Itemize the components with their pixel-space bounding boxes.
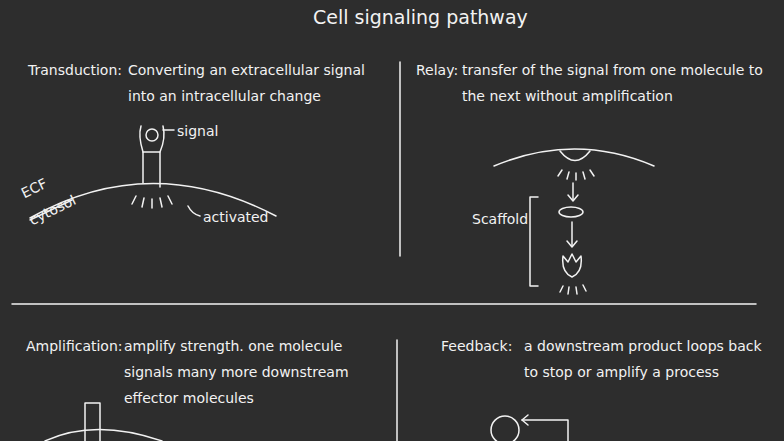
heading: Transduction: [28, 57, 122, 83]
part-label: activated [203, 204, 269, 230]
definition: a downstream product loops back to stop … [524, 333, 776, 385]
receptor-body [143, 152, 160, 187]
divider [396, 340, 398, 441]
arrowhead [568, 195, 578, 201]
heading: Relay: [416, 57, 458, 83]
arrow [571, 222, 573, 246]
heading: Feedback: [441, 333, 512, 359]
definition: amplify strength. one molecule signals m… [124, 333, 392, 411]
definition: Converting an extracellular signal into … [128, 57, 396, 109]
feedback-loop [522, 420, 568, 441]
activation-marks [558, 170, 594, 180]
signal-molecule [146, 129, 158, 141]
relay-molecule [559, 207, 583, 217]
title: Cell signaling pathway [313, 5, 528, 29]
receptor [85, 403, 100, 441]
heading: Amplification: [26, 333, 123, 359]
relay-protein [563, 254, 582, 277]
leader-line [163, 129, 174, 131]
part-label: signal [177, 118, 218, 144]
receptor [560, 151, 590, 161]
product-molecule [491, 416, 519, 441]
definition: transfer of the signal from one molecule… [462, 57, 774, 109]
arrow [572, 183, 574, 200]
divider [399, 62, 401, 256]
scaffold-bracket [530, 197, 538, 286]
activation-marks [132, 196, 172, 208]
arrowhead [522, 415, 528, 425]
arrowhead [567, 241, 577, 247]
cell-membrane [45, 430, 162, 441]
cell-membrane [494, 149, 654, 166]
leader-line [188, 206, 200, 216]
activation-marks [560, 285, 586, 294]
region-label: ECF [18, 174, 50, 202]
part-label: Scaffold [472, 206, 528, 232]
divider [12, 303, 756, 305]
receptor-cup [140, 126, 164, 152]
